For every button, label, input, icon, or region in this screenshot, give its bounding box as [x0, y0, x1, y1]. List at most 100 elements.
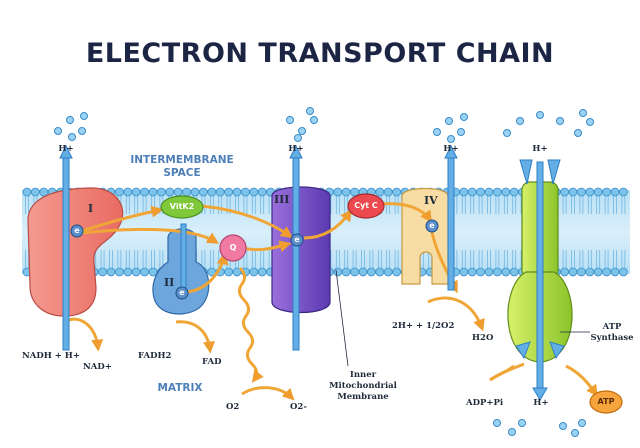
page-title: ELECTRON TRANSPORT CHAIN — [85, 38, 555, 69]
proton-label: H+ — [443, 144, 459, 154]
phospholipid-head — [492, 267, 502, 277]
phospholipid-head — [224, 187, 234, 197]
membrane-leader-line — [335, 269, 349, 367]
phospholipid-head — [459, 267, 469, 277]
phospholipid-head — [392, 267, 402, 277]
cyt-c — [347, 193, 385, 219]
phospholipid-head — [333, 187, 343, 197]
nadh-label: NADH + H+ — [22, 351, 80, 361]
phospholipid-head — [383, 267, 393, 277]
phospholipid-head — [190, 187, 200, 197]
phospholipid-head — [140, 267, 150, 277]
phospholipid-head — [215, 187, 225, 197]
phospholipid-head — [207, 187, 217, 197]
phospholipid-head — [240, 187, 250, 197]
electron-label: e — [74, 226, 80, 235]
h2o-label: H2O — [472, 333, 494, 343]
phospholipid-head — [366, 267, 376, 277]
complex-iii — [271, 186, 331, 314]
phospholipid-head — [173, 187, 183, 197]
complex-i-label: I — [88, 202, 94, 215]
proton-label: H+ — [288, 144, 304, 154]
phospholipid-head — [392, 187, 402, 197]
fadh2-label: FADH2 — [138, 351, 172, 361]
q-coenzyme — [219, 234, 247, 262]
phospholipid-head — [585, 267, 595, 277]
atp-molecule — [589, 390, 623, 414]
vitk2 — [160, 195, 204, 219]
intermembrane-space-label: INTERMEMBRANE SPACE — [130, 154, 234, 179]
phospholipid-head — [350, 267, 360, 277]
electron-label: e — [179, 288, 185, 297]
phospholipid-head — [182, 187, 192, 197]
matrix-label: MATRIX — [157, 382, 203, 394]
phospholipid-head — [257, 187, 267, 197]
phospholipid-head — [249, 187, 259, 197]
phospholipid-head — [224, 267, 234, 277]
complex-iii-label: III — [274, 193, 290, 206]
phospholipid-head — [115, 267, 124, 277]
phospholipid-head — [467, 187, 477, 197]
phospholipid-head — [560, 187, 569, 197]
phospholipid-head — [333, 267, 343, 277]
phospholipid-head — [123, 187, 133, 197]
vitk2-label: VitK2 — [169, 202, 195, 211]
phospholipid-head — [560, 267, 569, 277]
phospholipid-head — [476, 267, 486, 277]
phospholipid-head — [257, 267, 267, 277]
atp-label: ATP — [597, 397, 615, 406]
phospholipid-head — [585, 187, 595, 197]
phospholipid-head — [131, 187, 141, 197]
phospholipid-head — [358, 267, 368, 277]
proton-bubbles — [54, 107, 594, 437]
phospholipid-head — [22, 187, 32, 197]
phospholipid-head — [577, 267, 586, 277]
electron-label: e — [429, 221, 435, 230]
inner-membrane-label: Inner Mitochondrial Membrane — [329, 370, 397, 402]
phospholipid-head — [476, 187, 486, 197]
phospholipid-head — [602, 267, 611, 277]
phospholipid-head — [568, 267, 578, 277]
phospholipid-head — [602, 187, 611, 197]
proton-label: H+ — [58, 144, 74, 154]
phospholipid-head — [31, 187, 40, 197]
fad-label: FAD — [202, 357, 222, 367]
adp-label: ADP+Pi — [466, 398, 504, 408]
atp-synthase-label: ATP Synthase — [590, 322, 634, 343]
oxygen-reaction-label: 2H+ + 1/2O2 — [392, 321, 455, 331]
phospholipid-head — [341, 267, 351, 277]
proton-label: H+ — [533, 398, 549, 408]
complex-iv — [401, 187, 449, 285]
phospholipid-head — [115, 187, 124, 197]
phospholipid-head — [232, 187, 242, 197]
o2-label: O2 — [226, 402, 240, 412]
phospholipid-head — [501, 187, 511, 197]
phospholipid-head — [106, 267, 116, 277]
phospholipid-head — [341, 187, 351, 197]
phospholipid-head — [98, 267, 107, 277]
phospholipid-head — [492, 187, 502, 197]
complex-i — [27, 187, 124, 317]
phospholipid-head — [39, 187, 49, 197]
electron-label: e — [294, 235, 300, 244]
phospholipid-head — [148, 187, 158, 197]
phospholipid-head — [610, 187, 620, 197]
phospholipid-head — [568, 187, 578, 197]
o2-minus-label: O2- — [290, 402, 307, 412]
phospholipid-head — [467, 267, 477, 277]
phospholipid-head — [156, 187, 166, 197]
phospholipid-head — [501, 267, 511, 277]
phospholipid-head — [249, 267, 259, 277]
phospholipid-head — [165, 187, 175, 197]
proton-label: H+ — [532, 144, 548, 154]
complex-iv-label: IV — [424, 194, 438, 207]
phospholipid-head — [123, 267, 133, 277]
phospholipid-head — [619, 187, 628, 197]
phospholipid-head — [383, 187, 393, 197]
q-label: Q — [229, 243, 237, 252]
complex-ii-label: II — [164, 276, 175, 289]
phospholipid-head — [509, 187, 519, 197]
phospholipid-head — [140, 187, 150, 197]
electron-path — [65, 202, 599, 401]
